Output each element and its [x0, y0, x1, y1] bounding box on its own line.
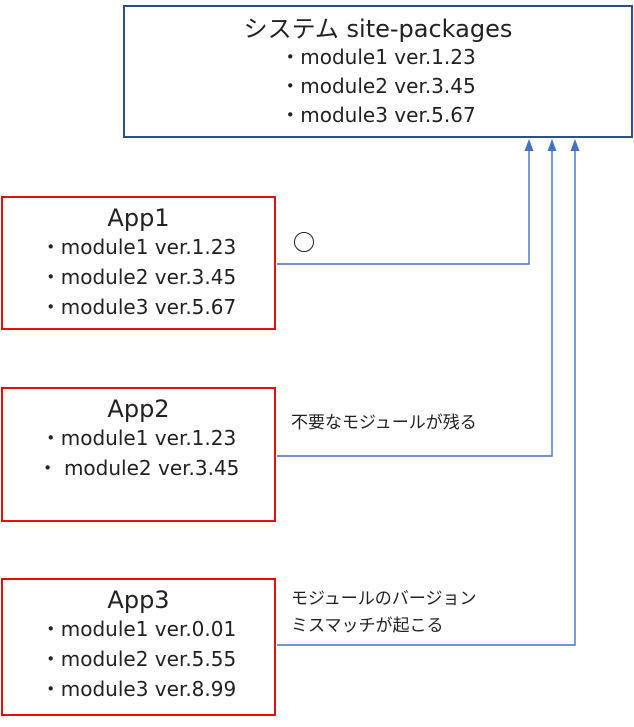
- app1-module-item: ・module1 ver.1.23: [40, 235, 237, 259]
- app1-box: App1 ・module1 ver.1.23 ・module2 ver.3.45…: [1, 196, 276, 330]
- app1-module-item: ・module2 ver.3.45: [40, 265, 237, 289]
- app3-note-line1: モジュールのバージョン: [291, 589, 477, 609]
- app2-module-item: ・ module2 ver.3.45: [37, 456, 240, 480]
- app3-module-item: ・module1 ver.0.01: [40, 617, 237, 641]
- system-module-item: ・module2 ver.3.45: [280, 74, 476, 98]
- app3-title: App3: [107, 586, 170, 614]
- app2-box: App2 ・module1 ver.1.23 ・ module2 ver.3.4…: [1, 387, 276, 522]
- app2-title: App2: [107, 395, 170, 423]
- system-title: システム site-packages: [243, 15, 513, 43]
- app1-connector: [277, 150, 530, 265]
- arrowhead-icon: [547, 139, 557, 151]
- app2-note: 不要なモジュールが残る: [291, 413, 477, 433]
- app1-module-item: ・module3 ver.5.67: [40, 295, 237, 319]
- arrowhead-icon: [570, 139, 580, 151]
- app3-note-line2: ミスマッチが起こる: [291, 616, 444, 636]
- app3-box: App3 ・module1 ver.0.01 ・module2 ver.5.55…: [1, 578, 276, 716]
- app3-connector: [277, 150, 576, 646]
- app2-connector: [277, 150, 553, 457]
- ok-circle-mark: [294, 232, 314, 252]
- system-module-item: ・module1 ver.1.23: [280, 45, 476, 69]
- system-module-item: ・module3 ver.5.67: [280, 103, 476, 127]
- app3-module-item: ・module2 ver.5.55: [40, 647, 237, 671]
- app1-title: App1: [107, 204, 170, 232]
- arrowhead-icon: [524, 139, 534, 151]
- app2-module-item: ・module1 ver.1.23: [40, 426, 237, 450]
- app3-module-item: ・module3 ver.8.99: [40, 677, 237, 701]
- system-site-packages-box: システム site-packages ・module1 ver.1.23 ・mo…: [123, 5, 633, 138]
